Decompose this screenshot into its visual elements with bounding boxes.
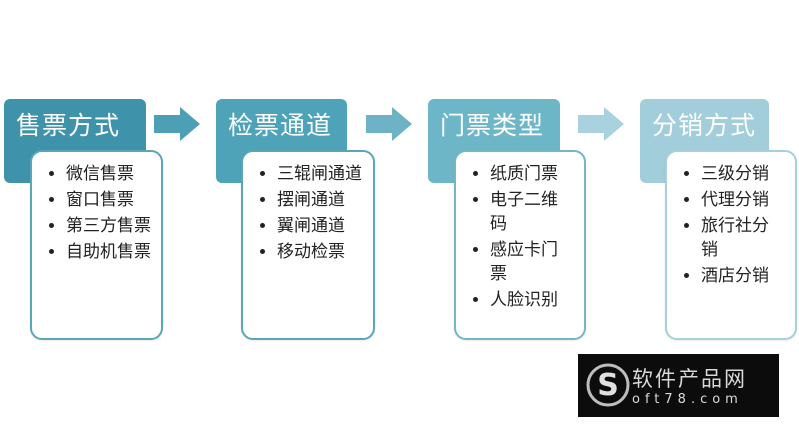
header-distribution: 分销方式 — [640, 99, 769, 183]
card-check-channel: 三辊闸通道 摆闸通道 翼闸通道 移动检票 — [241, 150, 375, 340]
item-list: 纸质门票 电子二维码 感应卡门票 人脸识别 — [468, 162, 574, 312]
watermark-en-text: oft78.com — [632, 392, 743, 407]
logo-letter: S — [597, 368, 619, 403]
card-distribution: 三级分销 代理分销 旅行社分销 酒店分销 — [665, 150, 797, 340]
list-item: 窗口售票 — [66, 188, 151, 212]
list-item: 纸质门票 — [490, 162, 574, 186]
list-item: 翼闸通道 — [277, 214, 363, 238]
header-title: 售票方式 — [16, 111, 121, 140]
list-item: 感应卡门票 — [490, 238, 574, 286]
list-item: 微信售票 — [66, 162, 151, 186]
header-title: 分销方式 — [652, 111, 757, 140]
list-item: 移动检票 — [277, 240, 363, 264]
list-item: 自助机售票 — [66, 240, 151, 264]
item-list: 三辊闸通道 摆闸通道 翼闸通道 移动检票 — [255, 162, 363, 264]
list-item: 人脸识别 — [490, 288, 574, 312]
item-list: 微信售票 窗口售票 第三方售票 自助机售票 — [44, 162, 151, 264]
list-item: 摆闸通道 — [277, 188, 363, 212]
list-item: 代理分销 — [701, 188, 785, 212]
card-ticket-type: 纸质门票 电子二维码 感应卡门票 人脸识别 — [454, 150, 586, 340]
item-list: 三级分销 代理分销 旅行社分销 酒店分销 — [679, 162, 785, 288]
header-title: 门票类型 — [440, 111, 545, 140]
arrow-right-icon — [578, 107, 624, 141]
header-title: 检票通道 — [228, 111, 333, 140]
list-item: 三辊闸通道 — [277, 162, 363, 186]
arrow-right-icon — [366, 107, 412, 141]
card-sale-method: 微信售票 窗口售票 第三方售票 自助机售票 — [30, 150, 163, 340]
list-item: 第三方售票 — [66, 214, 151, 238]
watermark-logo: S 软件产品网 oft78.com — [578, 354, 779, 417]
list-item: 电子二维码 — [490, 188, 574, 236]
list-item: 旅行社分销 — [701, 214, 785, 262]
list-item: 三级分销 — [701, 162, 785, 186]
arrow-right-icon — [154, 107, 200, 141]
watermark-cn-text: 软件产品网 — [632, 367, 747, 391]
s-logo-icon: S — [586, 363, 630, 407]
list-item: 酒店分销 — [701, 264, 785, 288]
